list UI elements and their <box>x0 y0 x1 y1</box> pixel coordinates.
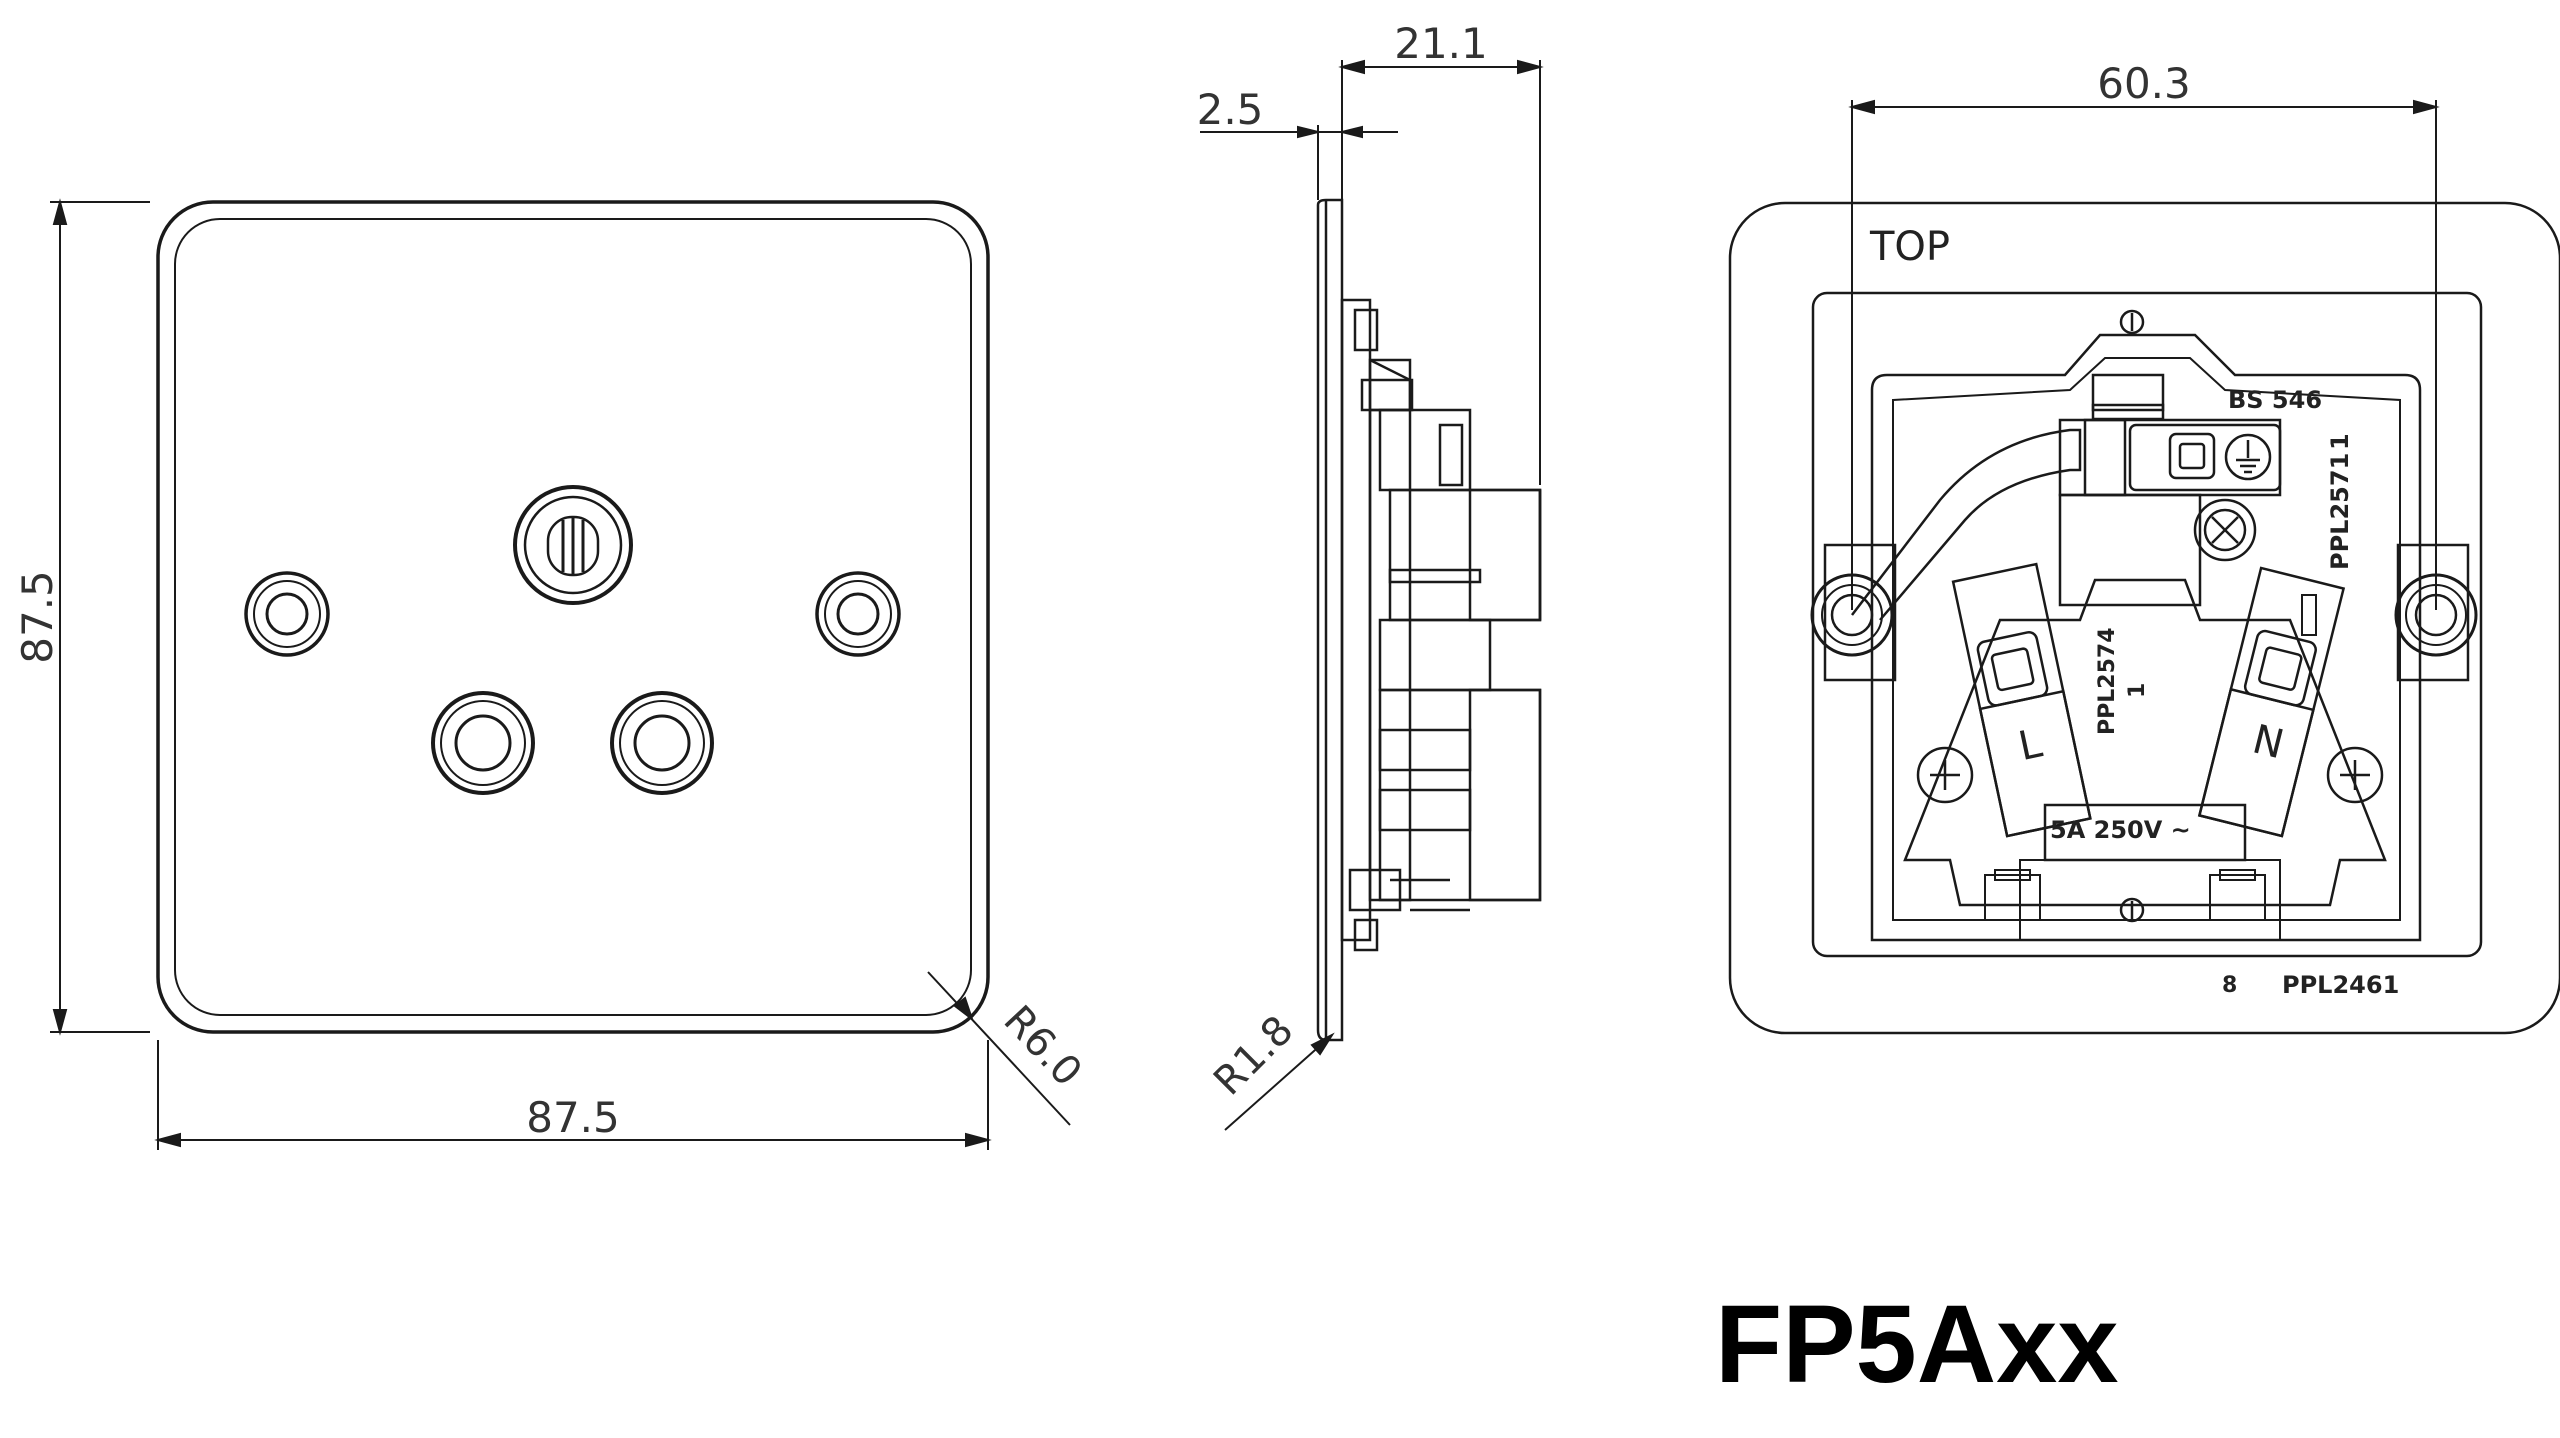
rear-bottom-mark <box>2119 897 2145 923</box>
model-code: FP5Axx <box>1715 1283 2119 1406</box>
side-thickness-dimension <box>1200 125 1398 200</box>
side-thickness-label: 2.5 <box>1197 85 1264 134</box>
front-view <box>156 200 990 1034</box>
rear-part-center-label: PPL2574 <box>2095 628 2120 736</box>
side-depth-dimension <box>1338 59 1544 485</box>
front-width-label: 87.5 <box>526 1093 620 1142</box>
side-depth-label: 21.1 <box>1394 19 1488 68</box>
rear-view <box>1728 201 2560 1035</box>
rear-part-right-label: PPL2571 <box>2326 453 2354 570</box>
rear-part-center-rev: 1 <box>2125 683 2150 698</box>
rear-standard-label: BS 546 <box>2228 386 2322 414</box>
rear-part-right-rev: 1 <box>2326 433 2354 450</box>
rear-centres-label: 60.3 <box>2097 59 2191 108</box>
rear-centres-dimension <box>1848 99 2440 610</box>
left-fixing-screw <box>244 571 330 657</box>
live-socket <box>431 691 535 795</box>
neutral-terminal-label: N <box>2248 716 2288 768</box>
front-height-dimension <box>50 198 150 1036</box>
right-fixing-screw <box>815 571 901 657</box>
rear-module-frame <box>1811 291 2483 958</box>
rear-right-screw <box>2326 746 2384 804</box>
corner-radius-leader <box>927 971 1071 1126</box>
front-plate-inner <box>174 218 972 1016</box>
side-view <box>1316 198 1542 1042</box>
side-radius-label: R1.8 <box>1205 1007 1302 1104</box>
side-radius-leader <box>1224 1032 1335 1131</box>
rear-plate-outline <box>1728 201 2560 1035</box>
rear-top-label: TOP <box>1869 224 1950 270</box>
rear-left-screw <box>1916 746 1974 804</box>
front-corner-radius-label: R6.0 <box>995 997 1091 1095</box>
rear-top-mark <box>2119 309 2145 335</box>
rear-plate-part-label: PPL2461 <box>2282 971 2399 999</box>
plate-mark: 8 <box>2222 973 2237 998</box>
front-width-dimension <box>154 1040 992 1150</box>
earth-socket <box>513 485 633 605</box>
neutral-socket <box>610 691 714 795</box>
rating-label: 5A 250V ~ <box>2050 816 2191 844</box>
live-terminal <box>1951 562 2092 838</box>
live-terminal-label: L <box>2015 720 2047 770</box>
neutral-terminal <box>2197 566 2346 838</box>
front-height-label: 87.5 <box>13 570 62 664</box>
centre-screw <box>2193 498 2257 562</box>
front-plate-outer <box>156 200 990 1034</box>
earth-terminal <box>2058 373 2282 607</box>
